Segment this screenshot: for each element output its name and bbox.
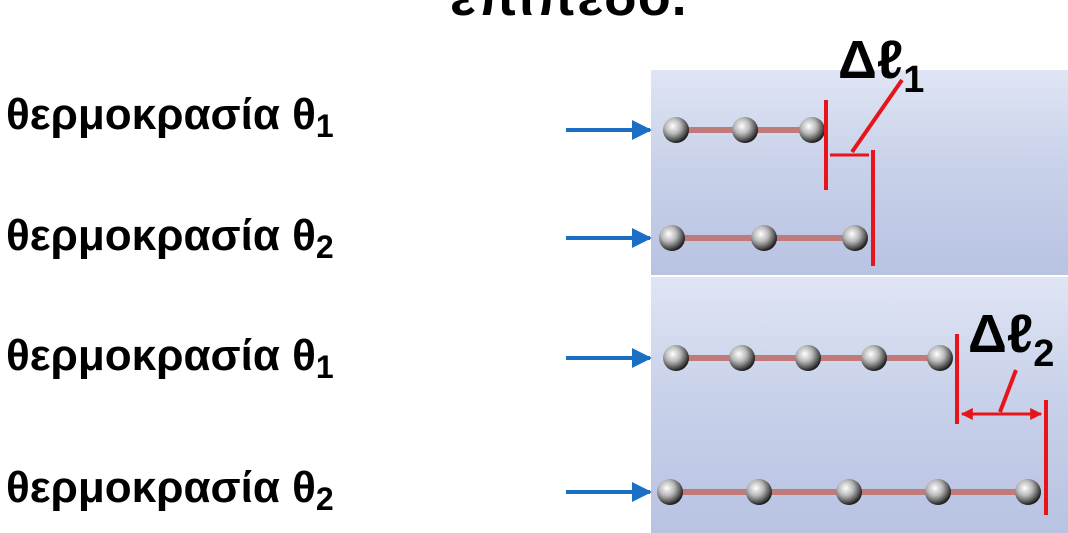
- atom: [925, 479, 951, 505]
- delta-pointer-1: [850, 78, 904, 154]
- atom: [659, 225, 685, 251]
- atom: [663, 345, 689, 371]
- atom: [842, 225, 868, 251]
- atom: [795, 345, 821, 371]
- atom: [657, 479, 683, 505]
- atom: [1015, 479, 1041, 505]
- delta-pointer-2: [998, 369, 1018, 413]
- delta-label-1: Δℓ1: [838, 30, 924, 101]
- row-label-3: θερμοκρασία θ1: [6, 331, 334, 385]
- atom: [799, 117, 825, 143]
- diagram-title: επιπεδο.: [450, 0, 688, 28]
- delta-label-2: Δℓ2: [968, 304, 1054, 375]
- atom: [729, 345, 755, 371]
- row-label-1: θερμοκρασία θ1: [6, 90, 334, 144]
- atom: [751, 225, 777, 251]
- atom: [663, 117, 689, 143]
- atom: [927, 345, 953, 371]
- row-label-2: θερμοκρασία θ2: [6, 211, 334, 265]
- row-label-4: θερμοκρασία θ2: [6, 463, 334, 517]
- atom: [732, 117, 758, 143]
- atom: [836, 479, 862, 505]
- atom: [746, 479, 772, 505]
- atom: [861, 345, 887, 371]
